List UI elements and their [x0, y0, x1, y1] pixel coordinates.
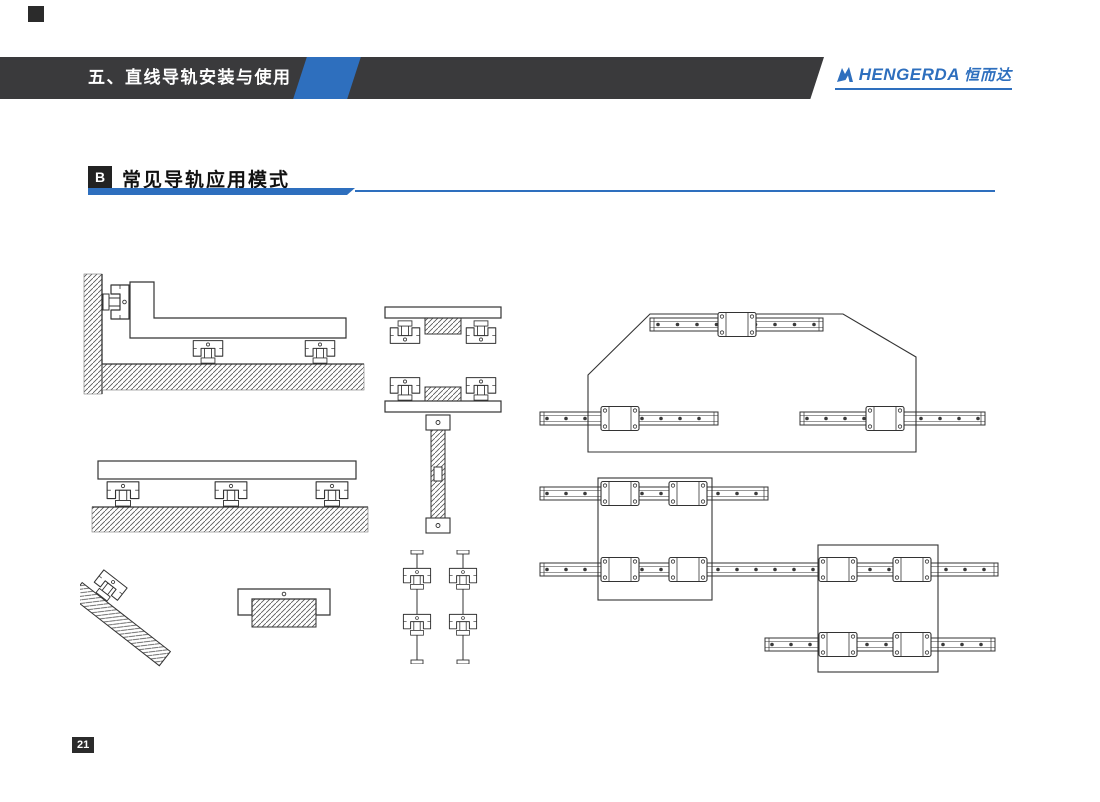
triple-rail-floor-mount-diagram — [91, 460, 369, 533]
corner-mark — [28, 6, 44, 22]
section-rule-thick — [88, 188, 355, 195]
stage-plate-1-outline — [597, 477, 713, 601]
section-rule-thin — [355, 190, 995, 192]
inverted-hanging-rail-diagram — [237, 588, 331, 628]
logo: HENGERDA 恒而达 — [834, 64, 1012, 90]
vertical-rail-mount-diagram — [425, 414, 451, 534]
inclined-rail-mount-diagram — [80, 569, 172, 667]
logo-text-cn: 恒而达 — [963, 67, 1012, 84]
rail-plan-axis-c — [764, 637, 996, 652]
bed-plate-outline — [587, 313, 917, 453]
header-title: 五、直线导轨安装与使用 — [88, 68, 292, 87]
stage-plate-2-outline — [817, 544, 939, 673]
page-number: 21 — [72, 737, 95, 753]
machine-bed-and-xy-stage-plan-diagram — [539, 311, 999, 673]
section-badge: B — [88, 166, 112, 188]
hengerda-logo-icon — [835, 66, 855, 84]
wall-floor-corner-mount-diagram — [83, 273, 365, 395]
opposed-rails-bottom-plate-diagram — [384, 377, 502, 413]
dual-vertical-shaft-blocks-diagram — [402, 550, 478, 664]
rail-plan-axis-a — [539, 486, 769, 501]
logo-text-en: HENGERDA — [858, 64, 960, 84]
opposed-rails-top-plate-diagram — [384, 306, 502, 344]
header-band: 五、直线导轨安装与使用 HENGERDA 恒而达 — [0, 57, 1100, 99]
header-accent-shape — [293, 57, 361, 99]
section-title: 常见导轨应用模式 — [122, 170, 291, 191]
